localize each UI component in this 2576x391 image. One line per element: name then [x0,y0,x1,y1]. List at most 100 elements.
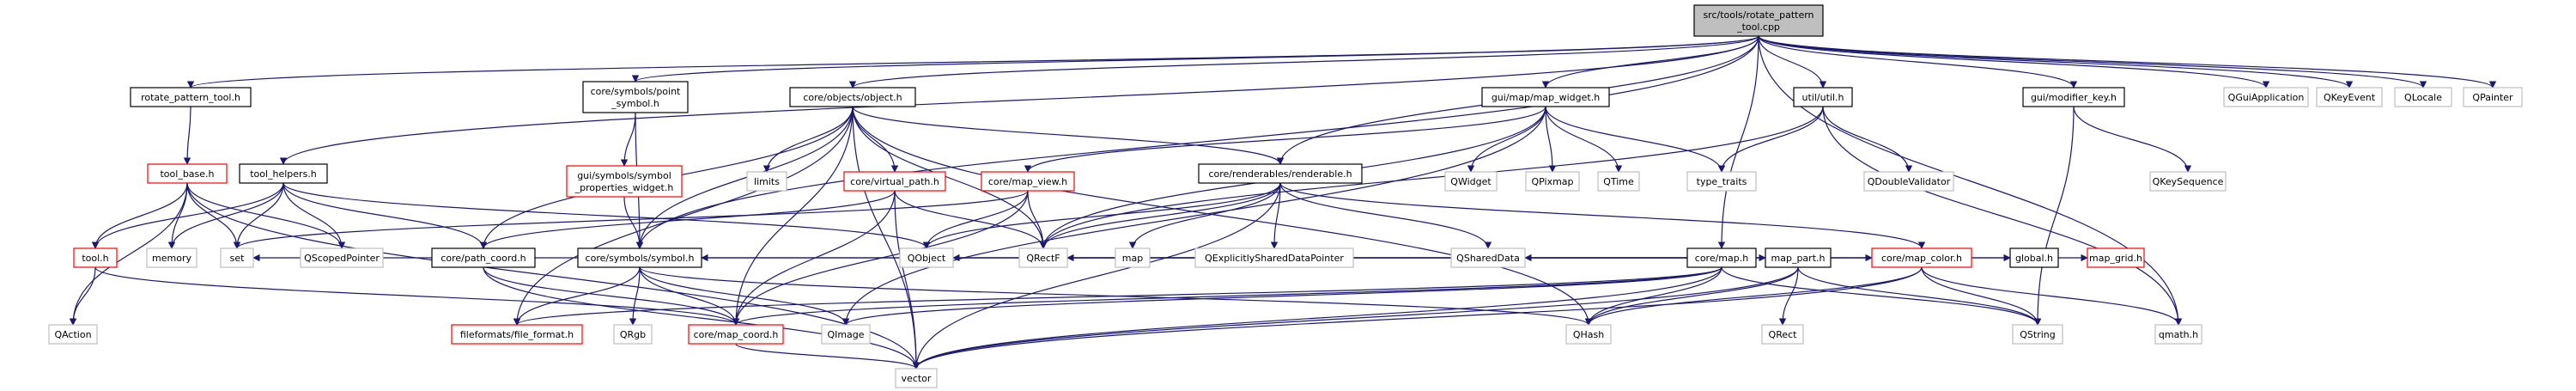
node-root[interactable]: src/tools/rotate_pattern_tool.cpp [1693,4,1824,37]
node-box [451,324,583,345]
node-label: tool_helpers.h [250,168,317,180]
node-box [1871,247,1972,268]
node-modifier-key-h[interactable]: gui/modifier_key.h [2022,87,2125,107]
edge-map_view_h-to-set [234,190,1029,249]
dependency-nodes: src/tools/rotate_pattern_tool.cpp rotate_… [48,4,2523,388]
node-point-symbol-h[interactable]: core/symbols/point_symbol.h [582,81,689,113]
edge-object_h-to-limits [762,106,854,173]
node-label: QTime [1603,176,1634,187]
edge-map_color_h-to-qhash [1584,266,1923,326]
node-qaction: QAction [48,324,98,345]
node-qimage: QImage [821,324,871,345]
node-label: _symbol.h [611,98,659,109]
edge-renderable_h-to-map_color_h [1279,182,1926,249]
edge-map_widget_h-to-type_traits [1545,106,1726,173]
edge-object_h-to-renderable_h [852,106,1285,165]
node-path-coord-h[interactable]: core/path_coord.h [431,247,536,268]
node-qrectf: QRectF [1018,247,1068,268]
edge-virtual_path_h-to-vector [894,190,920,370]
edge-map_color_h-to-qstring [1921,266,2042,326]
node-rotate-pattern-tool-h[interactable]: rotate_pattern_tool.h [130,87,252,107]
node-tool-h[interactable]: tool.h [73,247,118,268]
edge-tool_helpers_h-to-memory [167,182,284,249]
node-label: QString [2020,329,2056,340]
node-qwidget: QWidget [1444,171,1498,192]
node-box [146,247,197,268]
node-renderable-h[interactable]: core/renderables/renderable.h [1198,163,1363,184]
edge-map_part_h-to-qrect [1778,266,1799,326]
node-box [981,171,1075,192]
node-global-h[interactable]: global.h [2009,247,2059,268]
node-box [821,324,871,345]
node-box [1115,247,1151,268]
node-virtual-path-h[interactable]: core/virtual_path.h [843,171,946,192]
edge-tool_helpers_h-to-set [233,182,284,249]
node-box [1565,324,1612,345]
edge-tool_base_h-to-qscopedpointer [186,182,346,249]
node-qscopedpointer: QScopedPointer [300,247,384,268]
node-box [2223,87,2309,107]
node-map-widget-h[interactable]: gui/map/map_widget.h [1481,87,1610,107]
node-qrgb: QRgb [613,324,653,345]
edge-map_widget_h-to-qpixmap [1545,106,1557,173]
edge-tool_h-to-qaction [69,266,96,326]
edge-map_h-to-qstring [1721,266,2042,326]
node-map-part-h[interactable]: map_part.h [1765,247,1832,268]
node-box [1863,171,1954,192]
edge-object_h-to-vector [852,106,920,370]
node-label: QScopedPointer [304,253,380,264]
node-symbol-h[interactable]: core/symbols/symbol.h [577,247,702,268]
node-label: core/map_coord.h [694,329,779,340]
node-box [2022,87,2125,107]
node-symbol-properties-widget-h[interactable]: gui/symbols/symbol_properties_widget.h [566,165,683,198]
node-object-h[interactable]: core/objects/object.h [789,87,916,107]
edge-map_view_h-to-qobject [922,190,1029,249]
edge-renderable_h-to-qshareddata [1279,182,1492,249]
edge-symbol_h-to-qhash [639,266,1592,326]
edge-map_h-to-qhash [1584,266,1722,326]
edge-object_h-to-qhash [852,106,1593,326]
node-map-view-h[interactable]: core/map_view.h [981,171,1075,192]
edge-tool_helpers_h-to-tool_h [91,182,284,249]
node-box [1194,247,1354,268]
node-box [843,171,946,192]
node-box [1481,87,1610,107]
node-label: QHash [1573,329,1604,340]
node-qstring: QString [2012,324,2063,345]
node-file-format-h[interactable]: fileformats/file_format.h [451,324,583,345]
edge-renderable_h-to-vector [912,182,1281,370]
edge-symbol_h-to-file_format_h [513,266,641,326]
node-box [2316,87,2383,107]
node-box [48,324,98,345]
edge-root-to-point_symbol_h [632,35,1759,82]
node-map-h[interactable]: core/map.h [1686,247,1757,268]
node-tool-helpers-h[interactable]: tool_helpers.h [239,163,328,184]
node-util-h[interactable]: util/util.h [1793,87,1853,107]
node-map-coord-h[interactable]: core/map_coord.h [688,324,784,345]
node-label: _properties_widget.h [574,182,674,193]
node-label: QObject [908,253,946,264]
edge-root-to-object_h [849,35,1759,89]
node-label: QImage [827,329,864,340]
node-label: QLocale [2404,92,2442,103]
node-label: QDoubleValidator [1868,176,1951,187]
node-map-color-h[interactable]: core/map_color.h [1871,247,1972,268]
node-map: map [1115,247,1151,268]
node-label: limits [754,176,780,187]
node-label: core/path_coord.h [440,253,526,264]
node-box [147,163,228,184]
node-qguiapplication: QGuiApplication [2223,87,2309,107]
node-tool-base-h[interactable]: tool_base.h [147,163,228,184]
node-qpainter: QPainter [2463,87,2523,107]
node-label: map_part.h [1771,253,1826,264]
node-label: QExplicitlySharedDataPointer [1205,253,1344,264]
node-label: core/virtual_path.h [850,176,939,187]
node-box [577,247,702,268]
edge-renderable_h-to-qobject [922,182,1281,249]
node-box [746,171,787,192]
node-box [1018,247,1068,268]
node-map-grid-h[interactable]: map_grid.h [2087,247,2145,268]
node-box [2154,324,2202,345]
edge-tool_base_h-to-memory [167,182,188,249]
edge-object_h-to-file_format_h [513,106,854,326]
